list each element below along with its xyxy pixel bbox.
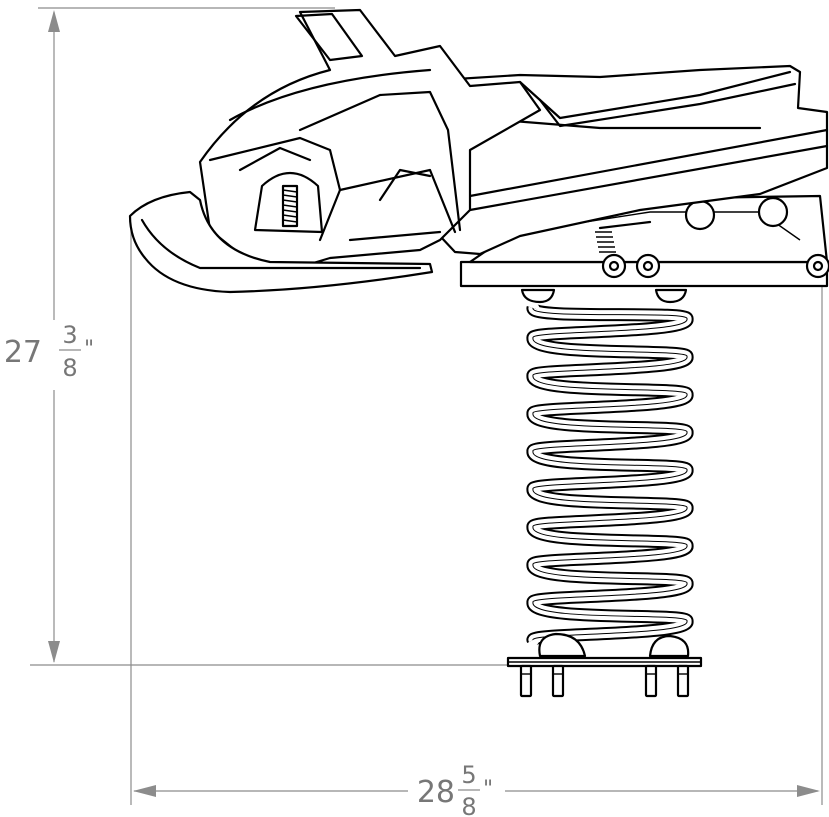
anchor-bolts bbox=[519, 664, 690, 698]
height-whole: 27 bbox=[4, 335, 42, 370]
base-plate bbox=[506, 632, 703, 698]
track-wheels bbox=[601, 253, 829, 279]
snowmobile-body bbox=[128, 8, 829, 304]
width-unit: " bbox=[483, 777, 493, 802]
height-denominator: 8 bbox=[62, 354, 77, 382]
spring-coil-centerline bbox=[532, 307, 688, 641]
width-dimension: 28 5 8 " bbox=[130, 225, 823, 817]
width-whole: 28 bbox=[417, 775, 455, 810]
coil-spring bbox=[526, 301, 694, 647]
width-denominator: 8 bbox=[461, 793, 476, 817]
height-dimension: 27 3 8 " bbox=[4, 7, 510, 666]
height-numerator: 3 bbox=[62, 321, 77, 349]
width-numerator: 5 bbox=[461, 761, 476, 789]
height-unit: " bbox=[84, 337, 94, 362]
